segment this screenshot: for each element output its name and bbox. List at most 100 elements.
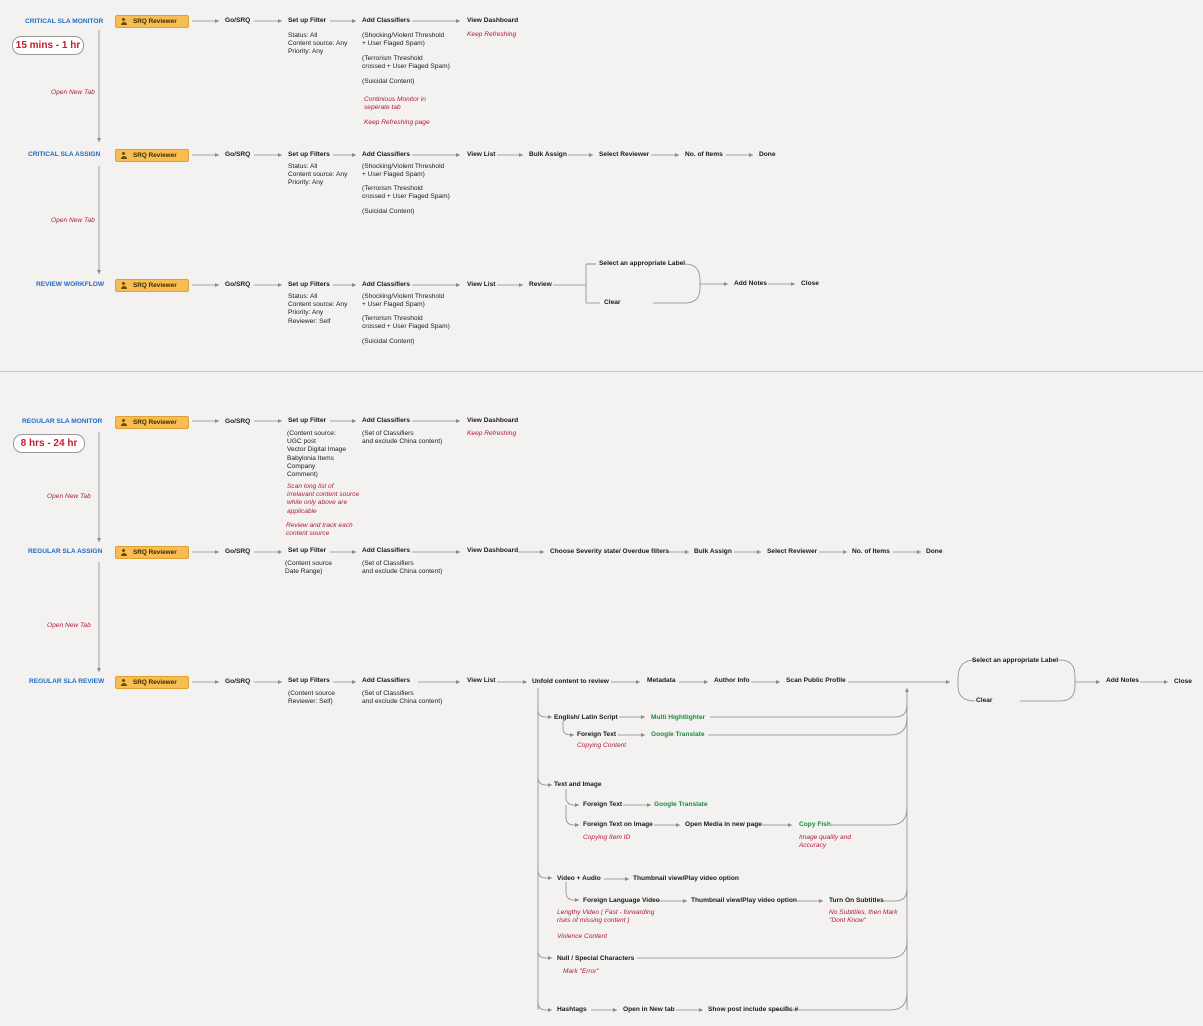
author-info-step: Author Info bbox=[714, 677, 750, 684]
classifiers-step: Add Classifiers bbox=[362, 547, 411, 554]
user-icon bbox=[120, 549, 127, 556]
scan-profile-step: Scan Public Profile bbox=[786, 677, 846, 684]
go-srq-step: Go/SRQ bbox=[225, 151, 251, 158]
user-icon bbox=[120, 282, 127, 289]
done-step: Done bbox=[926, 548, 943, 555]
row-label-regular-sla-assign: REGULAR SLA ASSIGN bbox=[28, 548, 103, 555]
section-divider bbox=[0, 371, 1203, 372]
show-post-step: Show post include specific # bbox=[708, 1006, 799, 1013]
filter-step: Set up Filters bbox=[288, 281, 330, 288]
add-notes-step: Add Notes bbox=[734, 280, 767, 287]
null-special-characters-branch: Null / Special Characters bbox=[557, 955, 635, 962]
role-chip: SRQ Reviewer bbox=[115, 149, 189, 162]
view-list-step: View List bbox=[467, 281, 496, 288]
classifiers-step: Add Classifiers bbox=[362, 677, 411, 684]
filter-step: Set up Filter bbox=[288, 547, 327, 554]
classifiers-step: Add Classifiers bbox=[362, 281, 411, 288]
classifiers-detail: (Shocking/Violent Threshold + User Flage… bbox=[362, 163, 445, 179]
filter-step: Set up Filter bbox=[288, 417, 327, 424]
classifiers-detail: (Set of Classifiers and exclude China co… bbox=[362, 560, 443, 576]
sla-time-pill: 8 hrs - 24 hr bbox=[13, 434, 85, 453]
foreign-text-branch: Foreign Text bbox=[583, 801, 623, 808]
go-srq-step: Go/SRQ bbox=[225, 678, 251, 685]
unfold-content-step: Unfold content to review bbox=[532, 678, 609, 685]
filter-detail: Status: All Content source: Any Priority… bbox=[288, 32, 348, 56]
row-label-critical-sla-assign: CRITICAL SLA ASSIGN bbox=[28, 151, 101, 158]
select-reviewer-step: Select Reviewer bbox=[767, 548, 818, 555]
bulk-assign-step: Bulk Assign bbox=[694, 548, 732, 555]
severity-filter-step: Choose Severity state/ Overdue filters bbox=[550, 548, 670, 555]
open-new-tab-note: Open New Tab bbox=[51, 217, 95, 224]
view-list-step: View List bbox=[467, 151, 496, 158]
google-translate-tool: Google Translate bbox=[654, 801, 708, 808]
user-icon bbox=[120, 419, 127, 426]
open-media-step: Open Media in new page bbox=[685, 821, 762, 828]
foreign-video-branch: Foreign Language Video bbox=[583, 897, 660, 904]
go-srq-step: Go/SRQ bbox=[225, 418, 251, 425]
role-chip: SRQ Reviewer bbox=[115, 676, 189, 689]
close-step: Close bbox=[1174, 678, 1192, 685]
view-dashboard-step: View Dashboard bbox=[467, 17, 519, 24]
open-new-tab-note: Open New Tab bbox=[47, 493, 91, 500]
classifiers-detail: (Suicidal Content) bbox=[362, 208, 415, 215]
english-latin-branch: English/ Latin Script bbox=[554, 714, 618, 721]
user-icon bbox=[120, 18, 127, 25]
clear-step: Clear bbox=[976, 697, 993, 704]
classifiers-detail: (Shocking/Violent Threshold + User Flage… bbox=[362, 293, 445, 309]
user-icon bbox=[120, 152, 127, 159]
role-chip: SRQ Reviewer bbox=[115, 546, 189, 559]
classifiers-step: Add Classifiers bbox=[362, 417, 411, 424]
note: Copying Content bbox=[577, 742, 627, 749]
filter-step: Set up Filters bbox=[288, 151, 330, 158]
sla-time-pill: 15 mins - 1 hr bbox=[12, 36, 84, 55]
row-label-critical-sla-monitor: CRITICAL SLA MONITOR bbox=[25, 18, 104, 25]
filter-detail: Status: All Content source: Any Priority… bbox=[288, 293, 348, 325]
clear-step: Clear bbox=[604, 299, 621, 306]
note: Review and track each content source bbox=[286, 522, 353, 538]
row-label-review-workflow: REVIEW WORKFLOW bbox=[36, 281, 105, 288]
go-srq-step: Go/SRQ bbox=[225, 17, 251, 24]
turn-on-subtitles-step: Turn On Subtitles bbox=[829, 897, 884, 904]
no-of-items-step: No. of Items bbox=[685, 151, 723, 158]
filter-step: Set up Filter bbox=[288, 17, 327, 24]
text-and-image-branch: Text and Image bbox=[554, 781, 602, 788]
note: Keep Refreshing bbox=[467, 31, 517, 38]
review-step: Review bbox=[529, 281, 552, 288]
classifiers-detail: (Set of Classifiers and exclude China co… bbox=[362, 430, 443, 446]
row-label-regular-sla-review: REGULAR SLA REVIEW bbox=[29, 678, 105, 685]
filter-detail: Status: All Content source: Any Priority… bbox=[288, 163, 348, 187]
note: No Subtitles, then Mark "Dont Know" bbox=[829, 909, 898, 925]
done-step: Done bbox=[759, 151, 776, 158]
view-dashboard-step: View Dashboard bbox=[467, 547, 519, 554]
filter-detail: (Content source Reviewer: Self) bbox=[288, 690, 335, 706]
classifiers-detail: (Terrorism Threshold crossed + User Flag… bbox=[362, 315, 450, 331]
user-icon bbox=[120, 679, 127, 686]
note: Lengthy Video ( Fast - forwarding risks … bbox=[557, 909, 655, 925]
note: Violence Content bbox=[557, 933, 608, 940]
no-of-items-step: No. of Items bbox=[852, 548, 890, 555]
role-chip: SRQ Reviewer bbox=[115, 416, 189, 429]
thumbnail-step: Thumbnail view/Play video option bbox=[691, 897, 797, 904]
view-list-step: View List bbox=[467, 677, 496, 684]
hashtags-branch: Hashtags bbox=[557, 1006, 587, 1013]
filter-detail: (Content source Date Range) bbox=[285, 560, 332, 576]
filter-step: Set up Filters bbox=[288, 677, 330, 684]
note: Image quality and Accuracy bbox=[799, 834, 852, 850]
select-label-step: Select an appropriate Label bbox=[972, 657, 1059, 664]
note: Continious Monitor in seperate tab bbox=[364, 96, 426, 112]
note: Keep Refreshing page bbox=[364, 119, 430, 126]
note: Keep Refreshing bbox=[467, 430, 517, 437]
go-srq-step: Go/SRQ bbox=[225, 548, 251, 555]
role-chip: SRQ Reviewer bbox=[115, 279, 189, 292]
select-label-step: Select an appropriate Label bbox=[599, 260, 686, 267]
classifiers-detail: (Set of Classifiers and exclude China co… bbox=[362, 690, 443, 706]
classifiers-detail: (Terrorism Threshold crossed + User Flag… bbox=[362, 185, 450, 201]
metadata-step: Metadata bbox=[647, 677, 676, 684]
classifiers-detail: (Shocking/Violent Threshold + User Flage… bbox=[362, 32, 445, 48]
classifiers-detail: (Suicidal Content) bbox=[362, 338, 415, 345]
open-new-tab-step: Open in New tab bbox=[623, 1006, 675, 1013]
classifiers-step: Add Classifiers bbox=[362, 151, 411, 158]
multi-highlighter-tool: Multi Hightlighter bbox=[651, 714, 706, 721]
thumbnail-step: Thumbnail view/Play video option bbox=[633, 875, 739, 882]
